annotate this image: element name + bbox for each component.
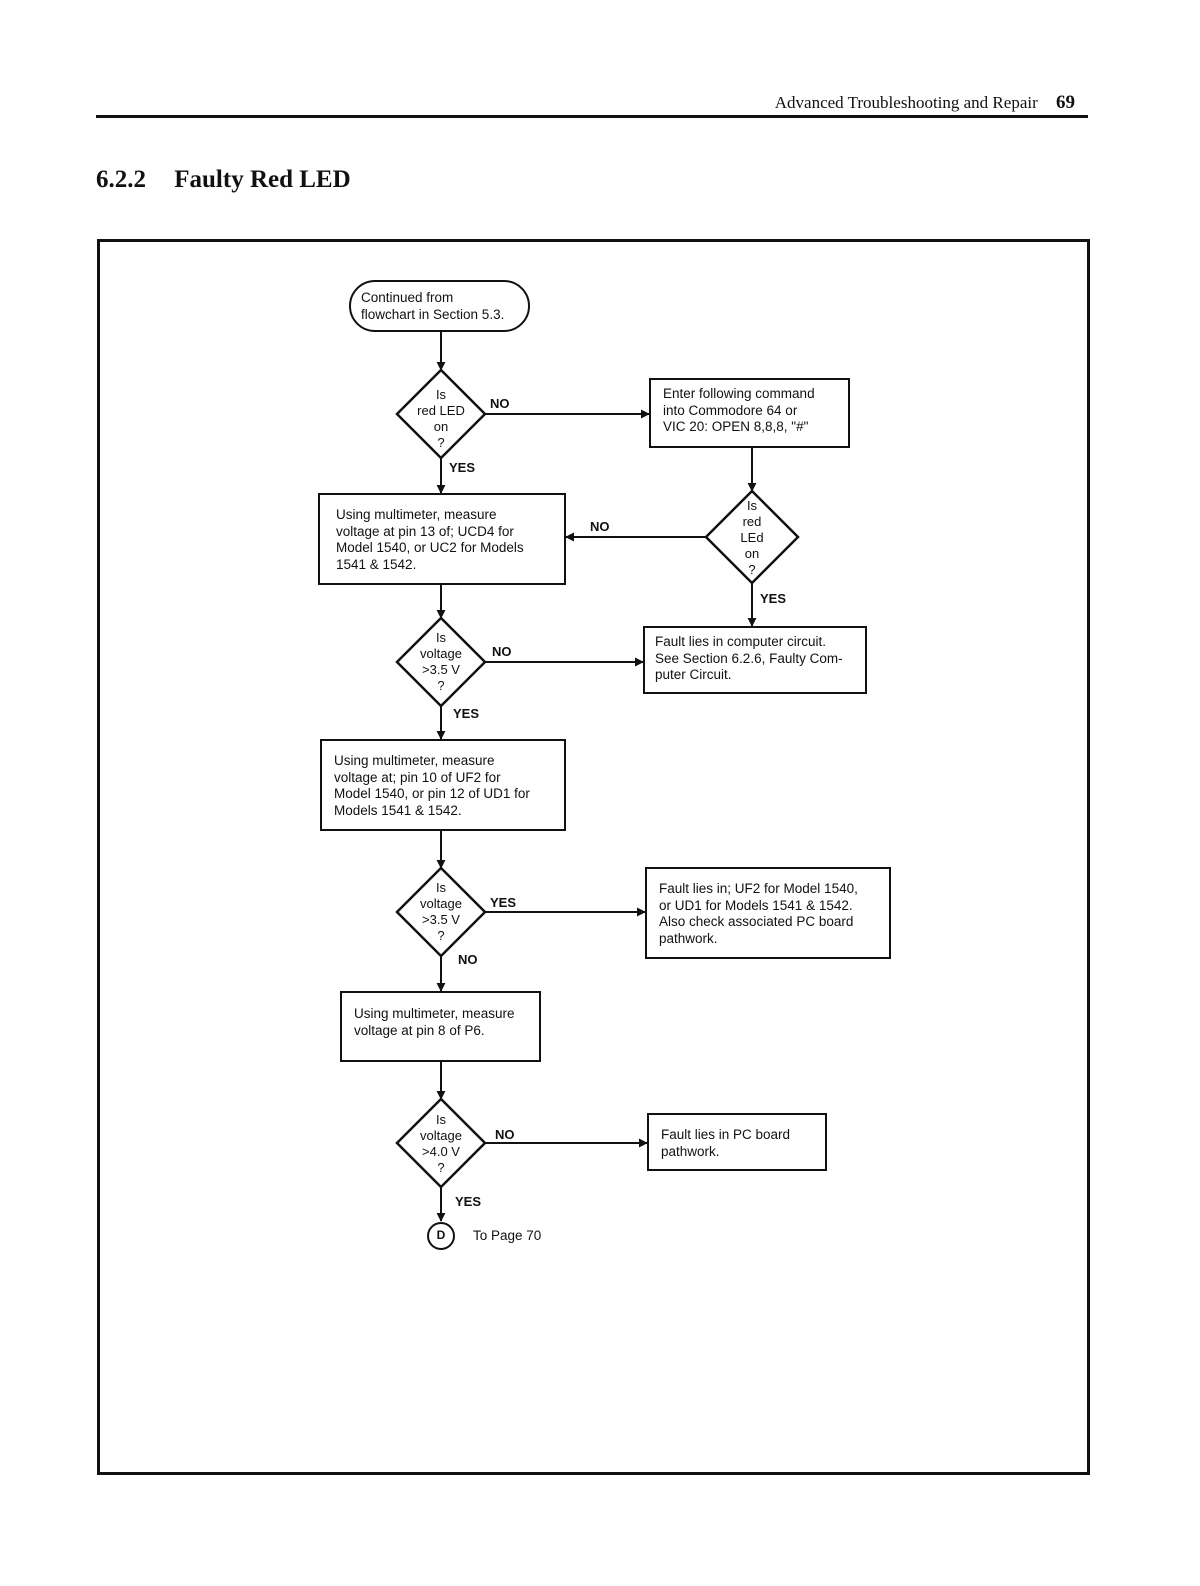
header-rule <box>96 115 1088 118</box>
d3-yes-label: YES <box>453 706 480 721</box>
d4-no-label: NO <box>458 952 478 967</box>
running-title: Advanced Troubleshooting and Repair <box>774 93 1038 112</box>
d2-no-label: NO <box>590 519 610 534</box>
fault-pc-box: Fault lies in PC board pathwork. <box>647 1113 827 1171</box>
d1-yes-label: YES <box>449 460 476 475</box>
d5-no-label: NO <box>495 1127 515 1142</box>
section-title: Faulty Red LED <box>174 166 351 193</box>
d4-yes-label: YES <box>490 895 517 910</box>
decision-d3-label: Is voltage >3.5 V ? <box>420 630 462 693</box>
page-number: 69 <box>1056 92 1075 113</box>
decision-d5-shape <box>395 1097 487 1189</box>
measure-box-1: Using multimeter, measure voltage at pin… <box>318 493 566 585</box>
start-terminal: Continued from flowchart in Section 5.3. <box>349 280 530 332</box>
section-number: 6.2.2 <box>96 166 146 193</box>
decision-d5-label: Is voltage >4.0 V ? <box>420 1112 462 1175</box>
to-page-label: To Page 70 <box>473 1228 542 1243</box>
fault-uf2-box: Fault lies in; UF2 for Model 1540, or UD… <box>645 867 891 959</box>
d1-no-label: NO <box>490 396 510 411</box>
d2-yes-label: YES <box>760 591 787 606</box>
measure-box-2: Using multimeter, measure voltage at; pi… <box>320 739 566 831</box>
fault-computer-box: Fault lies in computer circuit. See Sect… <box>643 626 867 694</box>
section-heading: 6.2.2 Faulty Red LED <box>96 166 351 194</box>
decision-d3-shape <box>395 616 487 708</box>
decision-d1-shape <box>395 368 487 460</box>
decision-d1-label: Is red LED on ? <box>417 387 465 450</box>
d3-no-label: NO <box>492 644 512 659</box>
offpage-connector-d: D <box>427 1222 455 1250</box>
command-box: Enter following command into Commodore 6… <box>649 378 850 448</box>
measure-box-3: Using multimeter, measure voltage at pin… <box>340 991 541 1062</box>
decision-d2-shape <box>704 489 800 585</box>
decision-d2-label: Is red LEd on ? <box>740 498 764 577</box>
flowchart-frame <box>97 239 1090 1475</box>
running-head: Advanced Troubleshooting and Repair 69 <box>600 92 1075 114</box>
d5-yes-label: YES <box>455 1194 482 1209</box>
decision-d4-label: Is voltage >3.5 V ? <box>420 880 462 943</box>
decision-d4-shape <box>395 866 487 958</box>
